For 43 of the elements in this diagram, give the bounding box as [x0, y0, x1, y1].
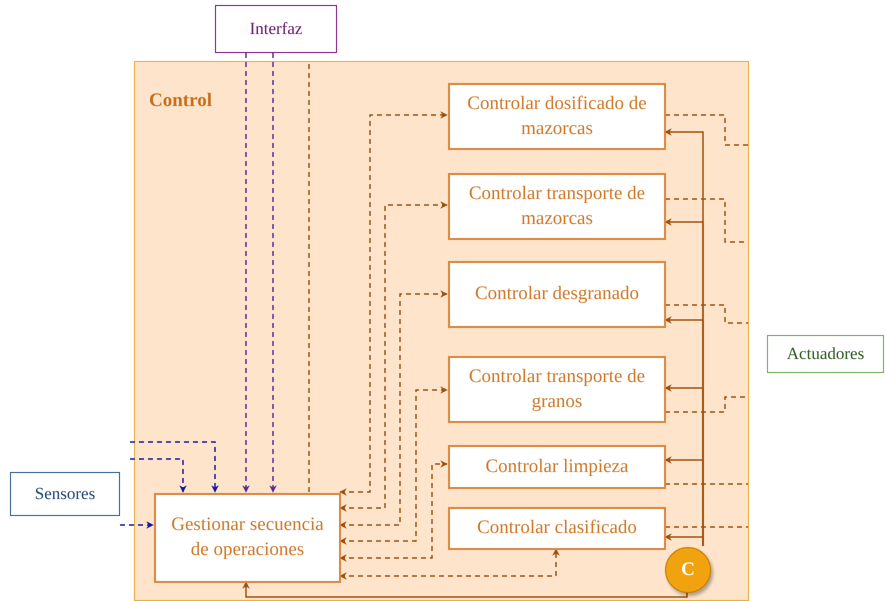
connector-circle	[665, 547, 711, 593]
connector-label: C	[681, 559, 695, 581]
arrow	[130, 441, 219, 493]
process-box	[448, 261, 666, 328]
connector-line	[308, 62, 310, 492]
connector-line	[665, 114, 748, 146]
arrow	[269, 53, 277, 493]
arrow	[339, 290, 448, 529]
connector-line	[665, 396, 748, 413]
group-title: Control	[149, 90, 212, 112]
node-label: Controlar transporte de mazorcas	[468, 182, 646, 230]
process-box	[448, 356, 666, 423]
arrow	[339, 548, 560, 580]
process-box	[448, 83, 666, 150]
node-label: Gestionar secuencia de operaciones	[170, 513, 325, 562]
arrow	[664, 533, 704, 546]
node-label: Controlar transporte de granos	[468, 364, 646, 414]
node-label: Sensores	[34, 484, 96, 504]
interface-box	[215, 5, 337, 53]
control-group-panel	[134, 61, 749, 601]
node-label: Interfaz	[250, 19, 302, 39]
node-label: Controlar desgranado	[474, 282, 640, 306]
arrow	[339, 386, 448, 545]
sensors-box	[10, 472, 120, 516]
connector-line	[665, 483, 748, 485]
arrow	[339, 201, 448, 512]
process-box	[448, 507, 666, 550]
node-label: Actuadores	[786, 344, 864, 364]
process-box	[448, 445, 666, 489]
actuators-box	[767, 335, 884, 373]
arrow	[339, 111, 448, 496]
process-box	[154, 493, 341, 583]
process-box	[448, 173, 666, 240]
connector-line	[665, 304, 748, 324]
arrow	[130, 458, 187, 493]
arrow	[242, 53, 250, 493]
node-label: Controlar limpieza	[486, 454, 628, 479]
arrow	[120, 521, 154, 529]
connector-line	[665, 526, 748, 528]
arrow	[339, 460, 448, 562]
node-label: Controlar clasificado	[477, 516, 637, 540]
arrow	[242, 581, 688, 598]
node-label: Controlar dosificado de mazorcas	[466, 92, 648, 140]
